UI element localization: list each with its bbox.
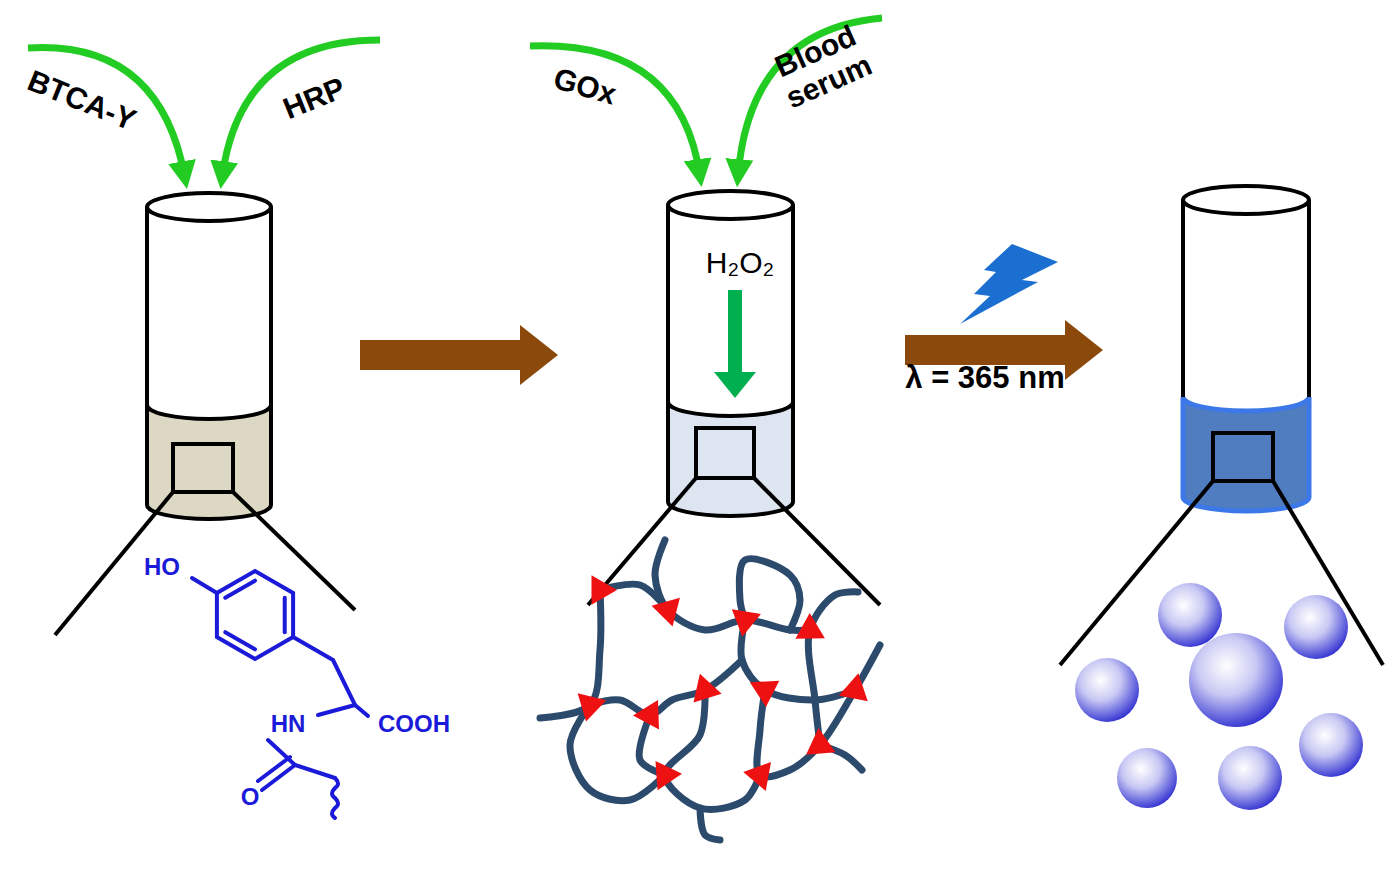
crosslinker-triangle [592, 575, 618, 604]
crosslinker-triangle [732, 609, 761, 637]
reagent-label: Blood serum [761, 14, 884, 117]
polymer-strand [590, 660, 742, 715]
crosslinker-triangle [633, 700, 659, 729]
vial-wall [668, 205, 793, 516]
crosslinker-triangle [655, 761, 681, 790]
crosslinker-triangle [795, 613, 824, 639]
crosslinker-triangle [694, 674, 722, 703]
feed-arrow [530, 46, 700, 176]
polymer-strand [655, 540, 810, 630]
vial [1183, 186, 1309, 511]
liquid-surface [668, 402, 793, 416]
crosslinker-triangle [743, 762, 771, 791]
atom-label: COOH [378, 711, 450, 737]
peroxide-arrow [714, 290, 756, 398]
polymer-strand [808, 592, 858, 745]
vial-wall [1183, 200, 1309, 397]
vial [147, 193, 271, 519]
vial-rim [668, 191, 793, 219]
vial-rim [147, 193, 271, 221]
liquid-surface [147, 405, 271, 419]
atom-label: HO [144, 554, 180, 580]
feed-arrows [28, 18, 882, 178]
bond [192, 578, 217, 593]
chemical-formula: H₂O₂ [706, 246, 774, 279]
crosslinks [578, 575, 868, 791]
zoom-line [1273, 481, 1383, 665]
polymer-strand [665, 690, 760, 809]
zoom-square [1213, 433, 1273, 481]
nanoparticle [1189, 633, 1283, 727]
atom-label: HN [271, 711, 306, 737]
nanoparticle [1299, 713, 1363, 777]
zoom-line [754, 478, 880, 605]
bond [262, 765, 295, 790]
benzene-ring [217, 571, 293, 659]
double-bond [225, 632, 255, 649]
zoom-square [173, 444, 233, 492]
double-bond [225, 581, 255, 598]
nanoparticles [1075, 583, 1363, 810]
wavy-bond [332, 778, 338, 818]
atom-label: O [241, 784, 260, 810]
nanoparticle [1075, 658, 1139, 722]
vial-wall [147, 207, 271, 519]
process-arrow [360, 325, 558, 385]
feed-arrow [222, 40, 380, 178]
nanoparticle [1117, 748, 1177, 808]
zoom-square [696, 428, 754, 478]
polymer-network [540, 540, 880, 840]
crosslinker-triangle [806, 728, 835, 755]
crosslinker-triangle [750, 681, 779, 707]
uv-lightning [960, 244, 1058, 324]
reagent-label: HRP [278, 71, 349, 125]
tyrosine-structure [192, 571, 368, 818]
polymer-strand [700, 808, 720, 840]
reagent-label: BTCA-Y [23, 63, 140, 136]
bond [293, 637, 368, 716]
nanoparticle [1284, 595, 1348, 659]
crosslinker-triangle [839, 673, 868, 701]
reagent-label: GOx [550, 61, 620, 110]
crosslinker-triangle [652, 598, 680, 627]
vial-rim [1183, 186, 1309, 214]
nanoparticle [1218, 746, 1282, 810]
bond [268, 740, 335, 778]
crosslinker-triangle [578, 693, 607, 721]
bond [318, 705, 355, 715]
wavelength-label: λ = 365 nm [905, 361, 1064, 395]
vial [668, 191, 793, 516]
vial-wall [1183, 200, 1309, 511]
nanoparticle [1158, 583, 1222, 647]
double-bond [283, 598, 287, 632]
bond [258, 757, 290, 781]
